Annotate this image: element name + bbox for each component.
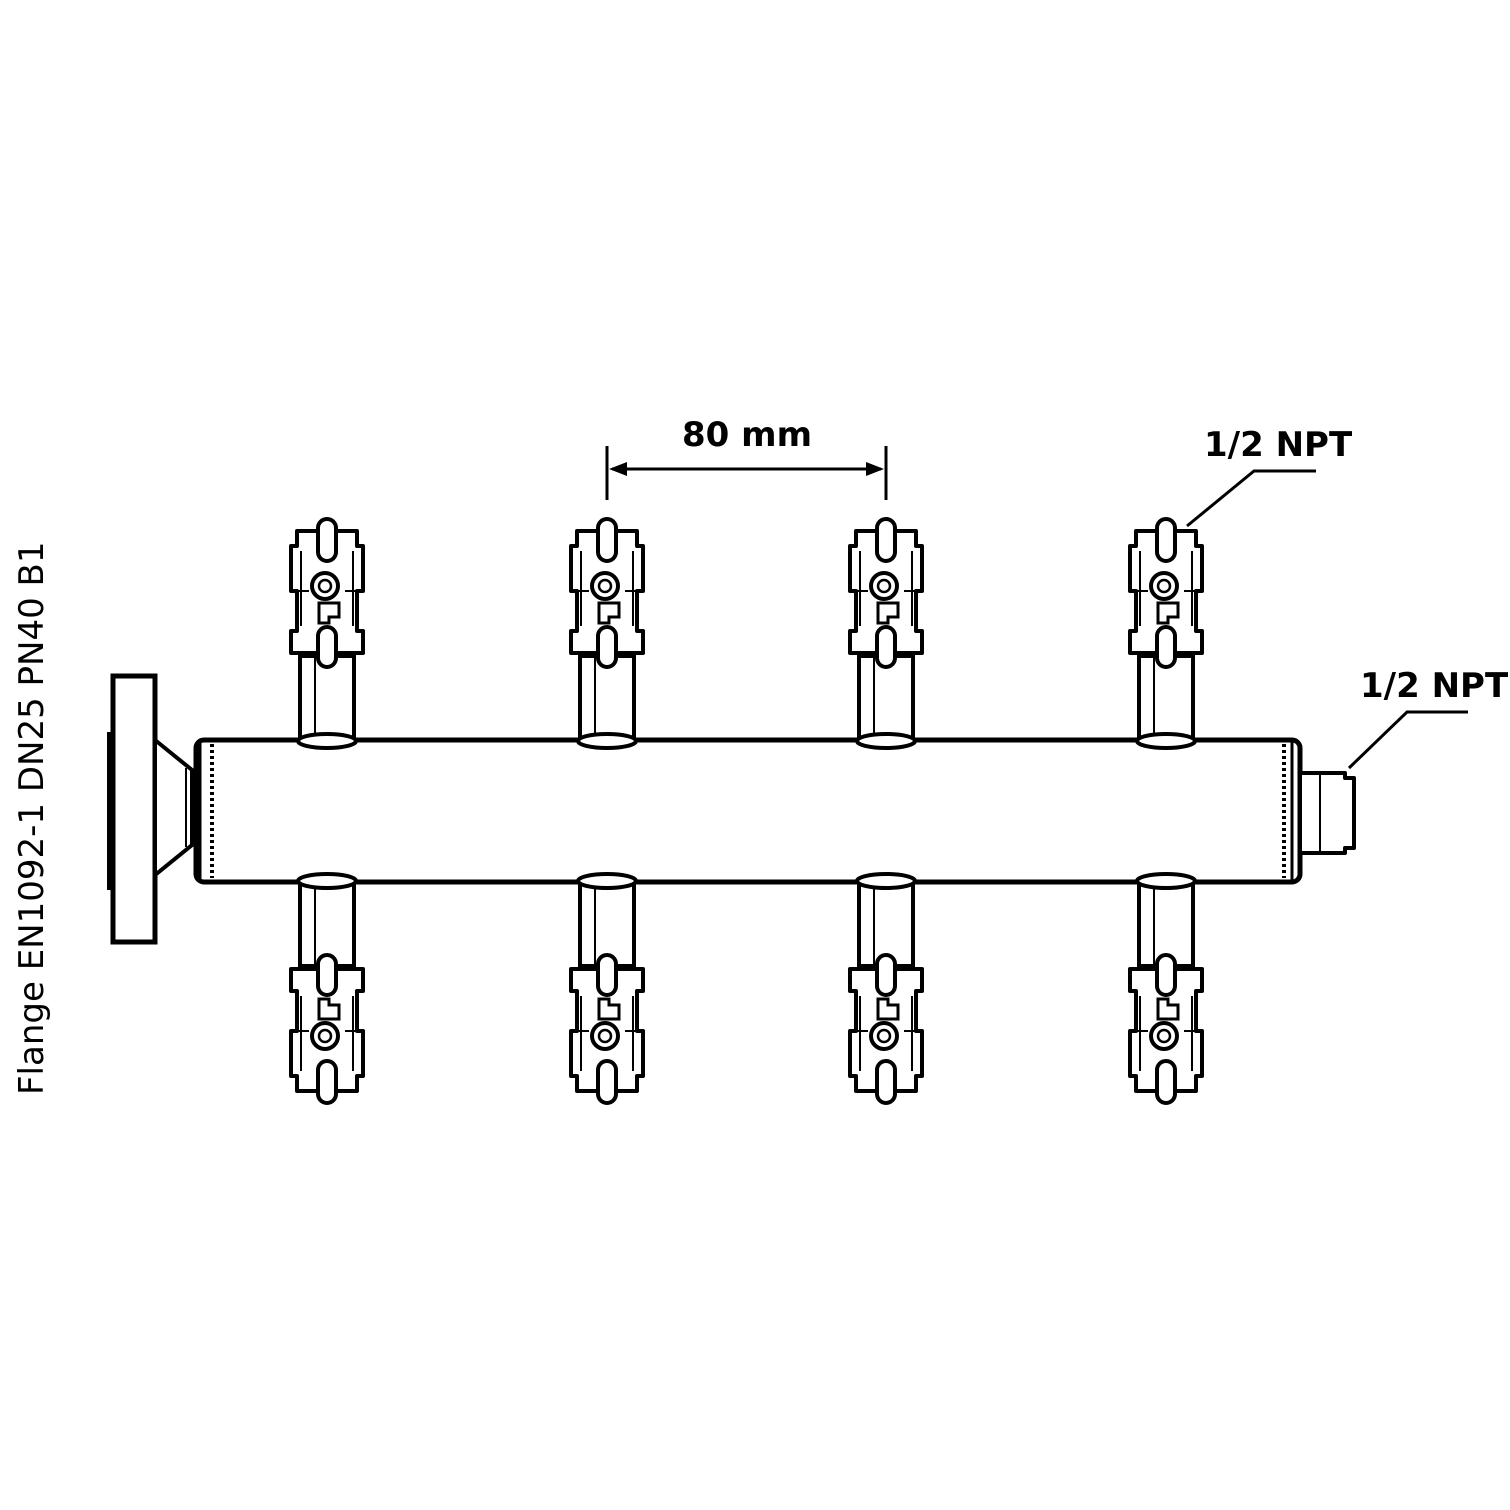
top-valves [289,517,1204,750]
dimension-label: 80 mm [682,415,812,455]
flange-label: Flange EN1092-1 DN25 PN40 B1 [12,542,52,1096]
valve-top-3 [848,517,924,750]
bottom-valves [289,872,1204,1105]
header-body [193,737,1303,885]
flange-face [107,732,115,890]
outlet-fitting [1298,771,1356,855]
valve-bottom-1 [289,872,365,1105]
valve-bottom-3 [848,872,924,1105]
dimension-spacing: 80 mm [605,415,888,500]
valve-top-4 [1128,517,1204,750]
callout-valve-thread: 1/2 NPT [1186,425,1353,528]
header-pipe [193,737,1303,885]
arrow-left-icon [609,462,627,476]
flange-neck [153,735,194,880]
callout-valve-thread-label: 1/2 NPT [1204,425,1353,465]
callout-outlet-thread-label: 1/2 NPT [1360,666,1509,706]
callout-outlet-thread: 1/2 NPT [1347,666,1509,770]
flange-plate [110,673,158,945]
valve-bottom-2 [569,872,645,1105]
arrow-right-icon [866,462,884,476]
valve-top-2 [569,517,645,750]
valve-top-1 [289,517,365,750]
flange [107,673,194,945]
valve-bottom-4 [1128,872,1204,1105]
